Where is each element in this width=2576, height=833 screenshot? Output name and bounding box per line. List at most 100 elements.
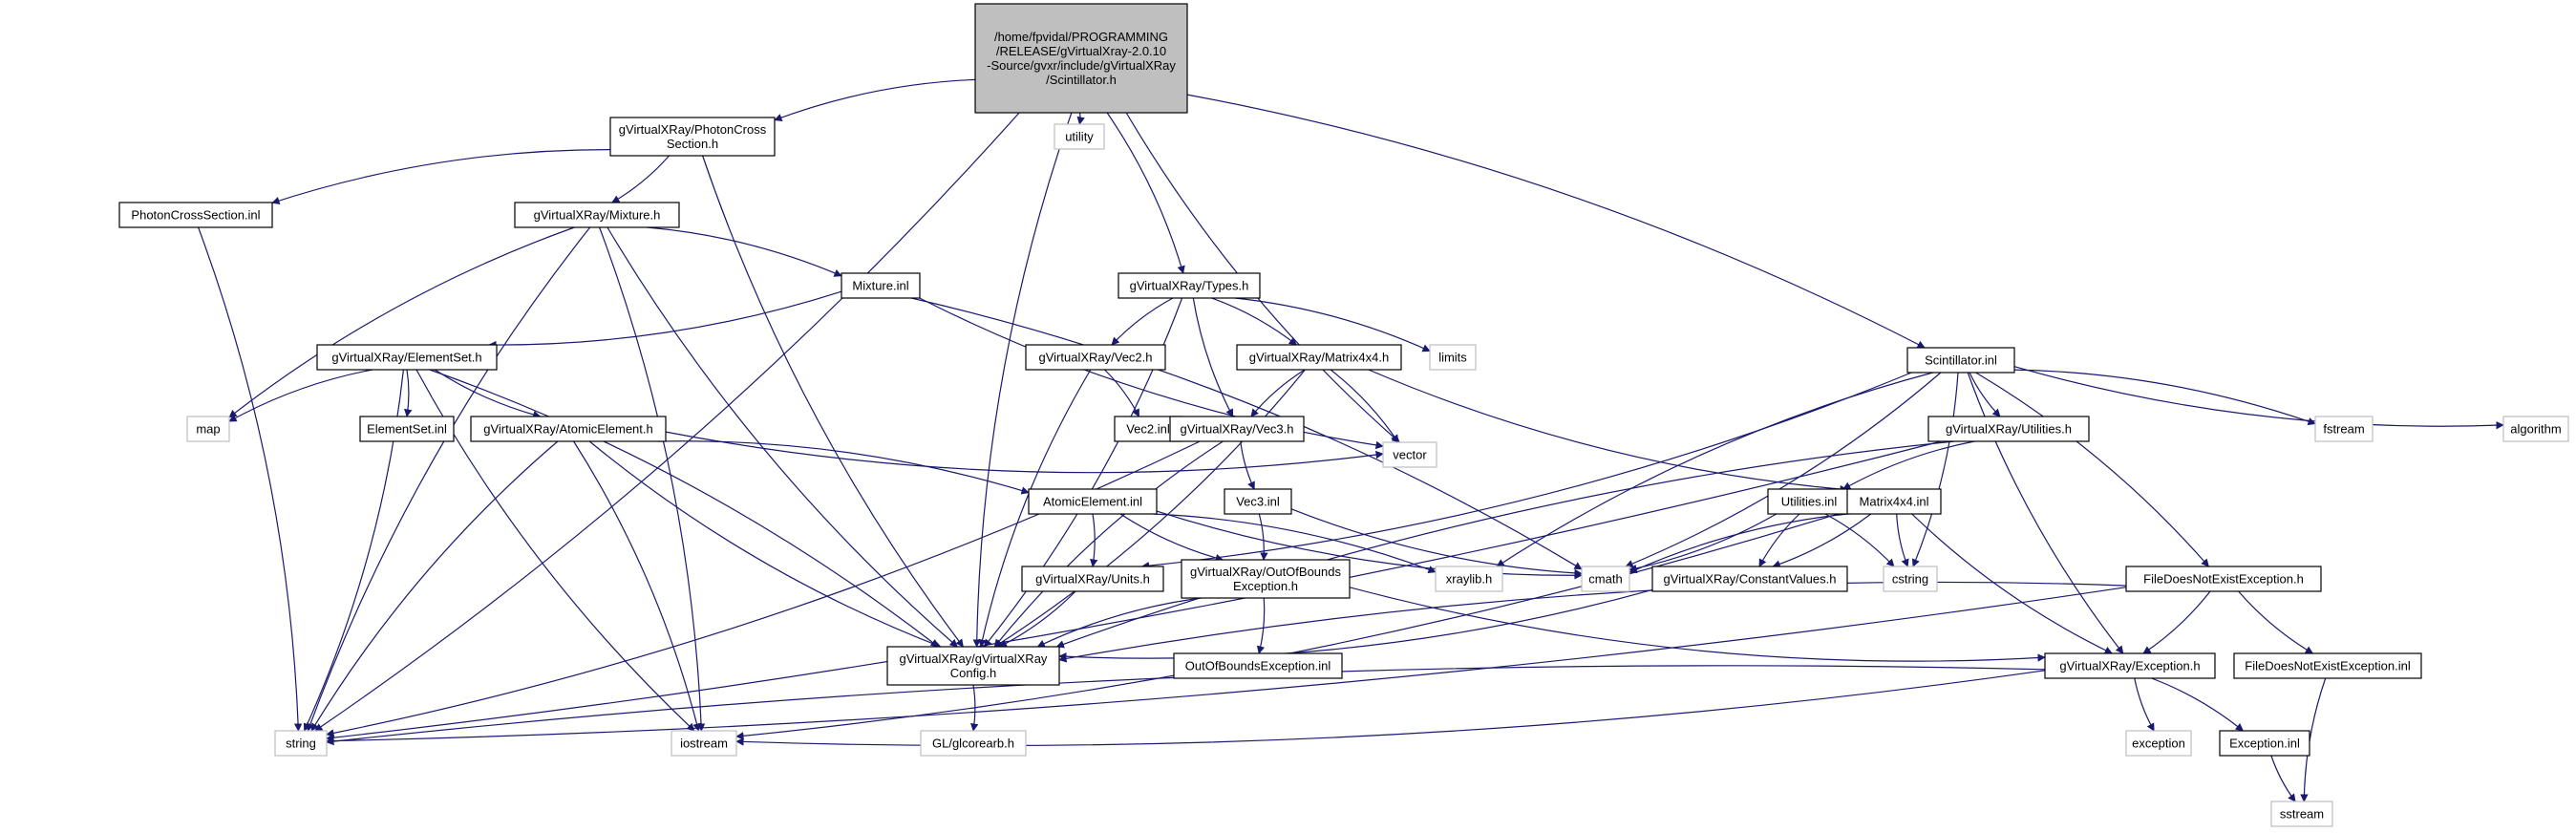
node-root[interactable]: /home/fpvidal/PROGRAMMING/RELEASE/gVirtu…	[974, 3, 1188, 114]
edge-types_h-to-vec2_h	[1111, 297, 1174, 346]
node-box	[1118, 272, 1261, 299]
node-sstream[interactable]: sstream	[2270, 801, 2333, 827]
node-box	[974, 3, 1188, 114]
edge-utilities_inl-to-cstring	[1824, 513, 1895, 567]
node-label: gVirtualXRay/Utilities.h	[1946, 422, 2072, 437]
nodes-layer: /home/fpvidal/PROGRAMMING/RELEASE/gVirtu…	[118, 3, 2569, 827]
node-vec3_inl[interactable]: Vec3.inl	[1224, 488, 1292, 515]
node-fdne_h[interactable]: FileDoesNotExistException.h	[2125, 566, 2322, 592]
node-box	[1846, 488, 1942, 515]
node-map[interactable]: map	[186, 416, 230, 442]
edge-pcs_h-to-mixture_h	[611, 155, 671, 203]
edge-fdne_h-to-fdne_inl	[2238, 590, 2314, 654]
node-label: Config.h	[950, 666, 996, 680]
node-label: gVirtualXRay/Vec2.h	[1039, 351, 1153, 365]
edge-root-to-scint_inl	[1186, 94, 1926, 349]
edge-utilities_inl-to-cmath	[1629, 513, 1778, 573]
node-exception_h[interactable]: gVirtualXRay/Exception.h	[2044, 652, 2216, 679]
node-fstream[interactable]: fstream	[2314, 416, 2374, 442]
node-elementset_inl[interactable]: ElementSet.inl	[359, 416, 455, 442]
node-box	[2270, 801, 2333, 827]
node-iostream[interactable]: iostream	[671, 730, 737, 757]
node-elementset_h[interactable]: gVirtualXRay/ElementSet.h	[316, 344, 498, 371]
edges-layer	[198, 78, 2504, 802]
node-label: /home/fpvidal/PROGRAMMING	[994, 30, 1168, 44]
node-cmath[interactable]: cmath	[1581, 566, 1630, 592]
node-label: OutOfBoundsException.inl	[1185, 659, 1331, 673]
node-types_h[interactable]: gVirtualXRay/Types.h	[1118, 272, 1261, 299]
node-label: AtomicElement.inl	[1043, 495, 1142, 509]
edge-exception_h-to-exception	[2134, 677, 2155, 732]
node-label: Exception.inl	[2229, 737, 2300, 751]
node-box	[186, 416, 230, 442]
node-mixture_h[interactable]: gVirtualXRay/Mixture.h	[514, 202, 680, 228]
node-box	[2044, 652, 2216, 679]
node-label: gVirtualXRay/AtomicElement.h	[483, 422, 653, 437]
node-glcorearb[interactable]: GL/glcorearb.h	[920, 730, 1027, 757]
edge-fdne_h-to-string	[326, 587, 2127, 745]
node-fdne_inl[interactable]: FileDoesNotExistException.inl	[2233, 652, 2422, 679]
node-label: limits	[1438, 351, 1467, 365]
node-box	[1025, 344, 1166, 371]
node-box	[886, 646, 1060, 686]
node-units_h[interactable]: gVirtualXRay/Units.h	[1021, 566, 1164, 592]
edge-atomic_h-to-string	[310, 440, 559, 732]
node-box	[1028, 488, 1158, 515]
node-mixture_inl[interactable]: Mixture.inl	[841, 272, 921, 299]
edge-types_h-to-limits	[1234, 297, 1431, 352]
node-label: Exception.h	[1233, 579, 1298, 593]
node-vec3_h[interactable]: gVirtualXRay/Vec3.h	[1169, 416, 1305, 442]
node-pcs_inl[interactable]: PhotonCrossSection.inl	[118, 202, 273, 228]
edge-oob_h-to-oob_inl	[1256, 597, 1266, 654]
node-exception_inl[interactable]: Exception.inl	[2219, 730, 2310, 757]
node-oob_inl[interactable]: OutOfBoundsException.inl	[1173, 652, 1343, 679]
node-exception[interactable]: exception	[2125, 730, 2192, 757]
edge-root-to-types_h	[1106, 112, 1185, 274]
node-label: gVirtualXRay/Types.h	[1130, 279, 1249, 293]
edge-mixture_h-to-mixture_inl	[647, 226, 842, 277]
edge-scint_inl-to-xraylib	[1496, 372, 1933, 567]
node-string[interactable]: string	[274, 730, 328, 757]
node-pcs_h[interactable]: gVirtualXRay/PhotonCrossSection.h	[609, 117, 776, 157]
edge-scint_inl-to-fstream	[2013, 369, 2316, 426]
node-limits[interactable]: limits	[1429, 344, 1477, 371]
node-vector[interactable]: vector	[1382, 441, 1437, 468]
node-label: Vec3.inl	[1236, 495, 1280, 509]
node-utility[interactable]: utility	[1054, 123, 1105, 150]
node-oob_h[interactable]: gVirtualXRay/OutOfBoundsException.h	[1181, 559, 1351, 599]
node-box	[1927, 416, 2090, 442]
node-atomic_inl[interactable]: AtomicElement.inl	[1028, 488, 1158, 515]
edge-scint_inl-to-algorithm	[2013, 366, 2504, 430]
node-matrix_inl[interactable]: Matrix4x4.inl	[1846, 488, 1942, 515]
edge-utilities_h-to-config_h	[1055, 440, 1955, 649]
node-cstring[interactable]: cstring	[1883, 566, 1938, 592]
node-box	[1883, 566, 1938, 592]
edge-vec2_h-to-config_h	[978, 369, 1092, 648]
edge-mixture_inl-to-elementset_h	[488, 290, 842, 350]
node-utilities_inl[interactable]: Utilities.inl	[1767, 488, 1851, 515]
node-box	[1224, 488, 1292, 515]
node-vec2_h[interactable]: gVirtualXRay/Vec2.h	[1025, 344, 1166, 371]
node-box	[1021, 566, 1164, 592]
edge-root-to-string	[314, 112, 1020, 732]
edge-exception_h-to-exception_inl	[2151, 677, 2245, 732]
node-label: cstring	[1892, 572, 1928, 587]
edge-types_h-to-vec3_h	[1192, 297, 1234, 417]
node-xraylib[interactable]: xraylib.h	[1435, 566, 1503, 592]
node-matrix_h[interactable]: gVirtualXRay/Matrix4x4.h	[1236, 344, 1402, 371]
edge-mixture_inl-to-vector	[919, 297, 1384, 450]
node-label: gVirtualXRay/OutOfBounds	[1190, 565, 1342, 579]
edge-elementset_h-to-config_h	[429, 369, 939, 648]
edge-atomic_h-to-vector	[665, 431, 1384, 474]
edge-vec3_h-to-config_h	[993, 440, 1224, 648]
node-label: vector	[1393, 448, 1427, 462]
edge-root-to-utility	[1076, 112, 1085, 125]
node-const_h[interactable]: gVirtualXRay/ConstantValues.h	[1651, 566, 1848, 592]
node-algorithm[interactable]: algorithm	[2502, 416, 2569, 442]
node-atomic_h[interactable]: gVirtualXRay/AtomicElement.h	[470, 416, 667, 442]
node-utilities_h[interactable]: gVirtualXRay/Utilities.h	[1927, 416, 2090, 442]
node-box	[2314, 416, 2374, 442]
node-scint_inl[interactable]: Scintillator.inl	[1906, 347, 2015, 374]
edge-scint_inl-to-utilities_h	[1969, 372, 2001, 417]
